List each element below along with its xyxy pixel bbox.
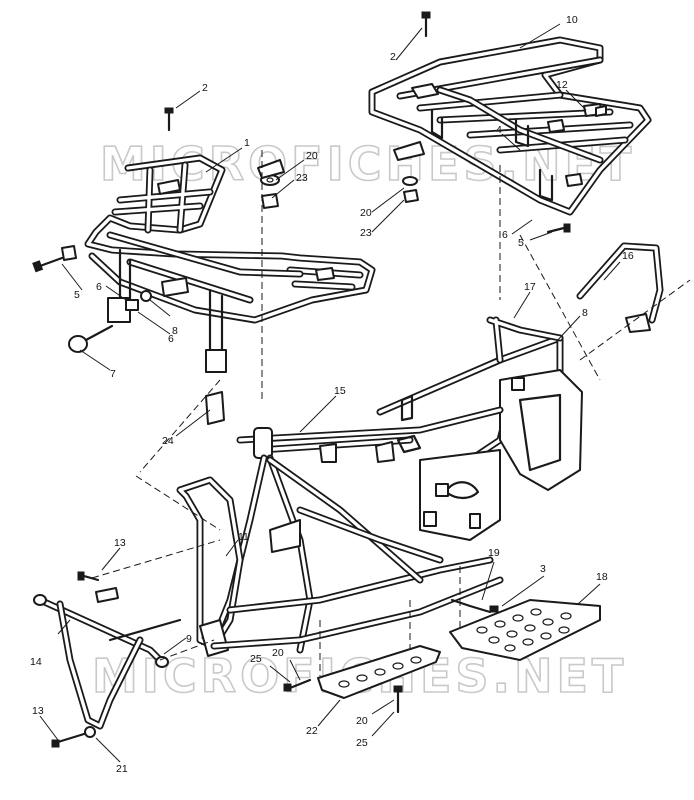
callout-20-left: 20 [272,647,284,659]
grab-bar [576,242,664,333]
callout-6-rear: 6 [502,229,508,241]
callout-11: 11 [238,531,249,543]
callout-25-left: 25 [250,653,262,665]
callout-20-rear: 20 [360,207,372,219]
callout-19: 19 [488,547,500,559]
callout-3: 3 [540,563,546,575]
callout-17: 17 [524,281,536,293]
front-rack [61,154,376,373]
main-frame [176,316,583,657]
callout-2-rear: 2 [390,51,396,63]
callout-13-upper: 13 [114,537,126,549]
callout-21: 21 [116,763,128,775]
rear-rack-fasteners [393,11,607,234]
callout-7: 7 [110,368,116,380]
callout-labels: 2 2 1 10 12 4 20 23 20 23 6 5 5 6 8 6 7 … [30,14,634,775]
callout-8-rear: 8 [582,307,588,319]
callout-9: 9 [186,633,192,645]
callout-5-rear: 5 [518,237,524,249]
callout-8-front: 8 [172,325,178,337]
callout-10: 10 [566,14,578,26]
skid-plate [283,645,441,714]
callout-23-front: 23 [296,172,308,184]
callout-15: 15 [334,385,346,397]
front-rack-fasteners [32,107,285,425]
callout-22: 22 [306,725,318,737]
callout-14: 14 [30,656,42,668]
callout-1: 1 [244,137,250,149]
callout-13-lower: 13 [32,705,44,717]
callout-20-right: 20 [356,715,368,727]
callout-18: 18 [596,571,608,583]
footrest-holes [476,608,572,652]
callout-6-front-upper: 6 [96,281,102,293]
rear-rack [368,36,652,216]
callout-4: 4 [496,124,502,136]
leader-lines [39,23,621,763]
callout-24: 24 [162,435,174,447]
callout-5-front: 5 [74,289,80,301]
front-bumper [33,571,182,748]
callout-12: 12 [556,79,568,91]
callout-23-rear: 23 [360,227,372,239]
callout-6-front-lower: 6 [168,333,174,345]
callout-16: 16 [622,250,634,262]
assembly-lines [91,150,691,676]
footrest [449,598,601,661]
callout-25-right: 25 [356,737,368,749]
skid-plate-holes [338,656,422,688]
callout-2-front: 2 [202,82,208,94]
callout-20-front: 20 [306,150,318,162]
